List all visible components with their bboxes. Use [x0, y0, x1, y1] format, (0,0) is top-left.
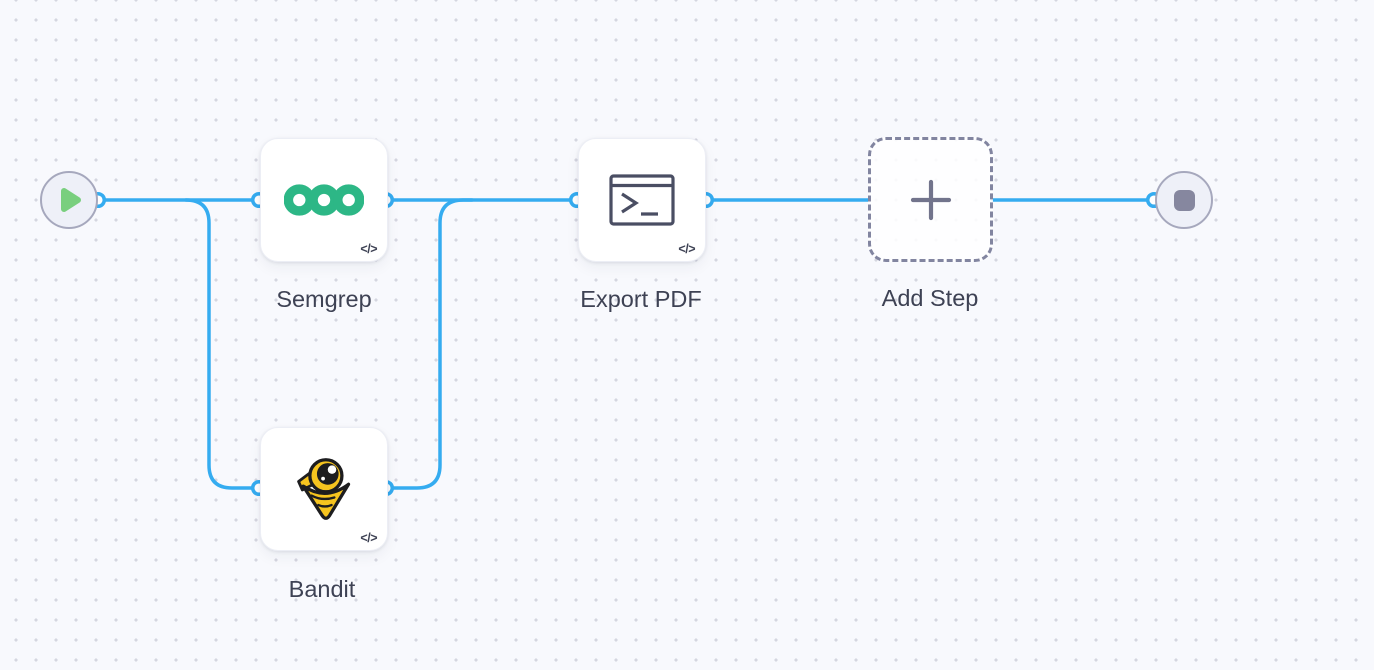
bandit-logo: [297, 458, 351, 520]
semgrep-logo: [284, 184, 364, 216]
terminal-icon: [609, 174, 675, 226]
edge-start-bandit[interactable]: [184, 198, 261, 490]
play-icon: [61, 188, 81, 212]
stop-icon: [1173, 189, 1195, 211]
start-node[interactable]: [40, 171, 98, 229]
step-label-semgrep: Semgrep: [276, 286, 372, 312]
step-node-export-pdf[interactable]: </>: [578, 138, 706, 262]
add-step-button[interactable]: [868, 137, 993, 262]
plus-icon: [910, 179, 951, 220]
step-node-bandit[interactable]: </>: [260, 427, 388, 551]
step-label-export-pdf: Export PDF: [580, 286, 702, 312]
step-label-add-step: Add Step: [881, 285, 979, 311]
step-label-bandit: Bandit: [288, 576, 356, 602]
step-node-semgrep[interactable]: </>: [260, 138, 388, 262]
code-badge-icon: </>: [360, 531, 377, 545]
code-badge-icon: </>: [360, 242, 377, 256]
edge-bandit-exportpdf[interactable]: [384, 198, 474, 490]
code-badge-icon: </>: [678, 242, 695, 256]
end-node[interactable]: [1155, 171, 1213, 229]
